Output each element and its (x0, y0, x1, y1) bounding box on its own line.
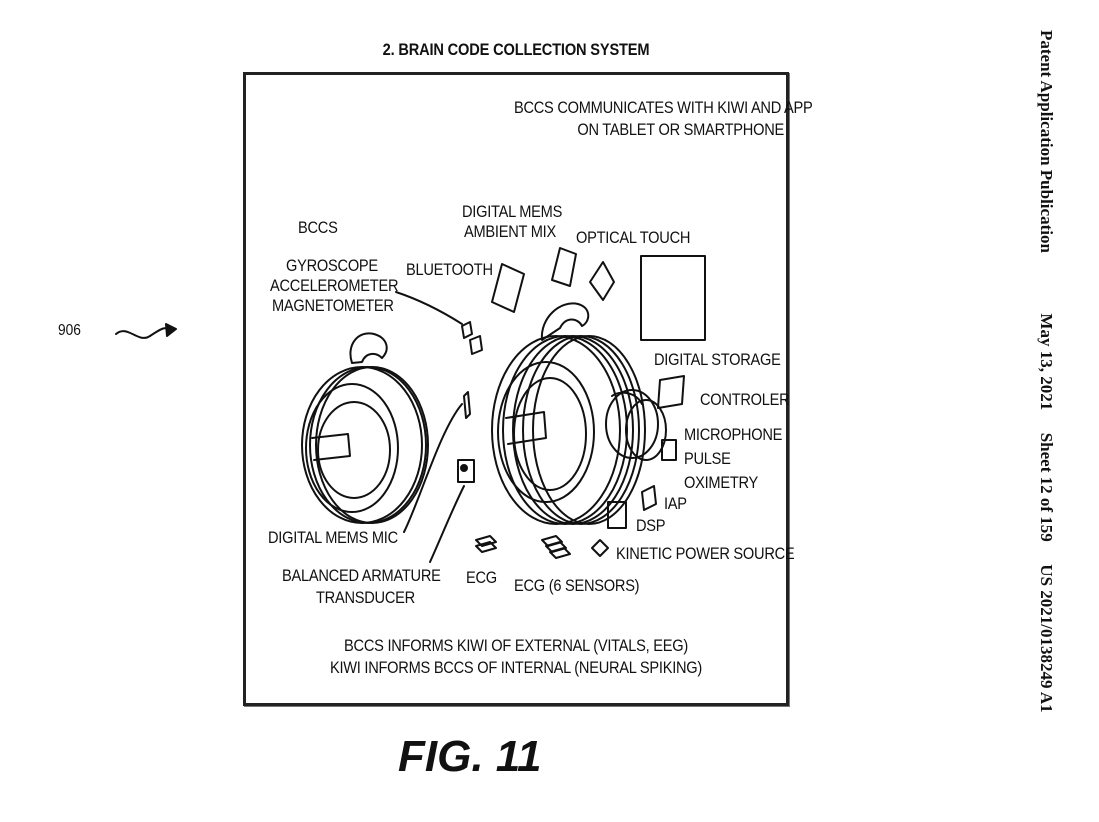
label-accelerometer: ACCELEROMETER (270, 276, 399, 295)
figure-label: FIG. 11 (398, 732, 542, 781)
bluetooth-chip (491, 263, 525, 313)
label-pulse: PULSE (684, 449, 731, 468)
optical-touch-chip (589, 261, 615, 301)
label-oximetry: OXIMETRY (684, 473, 759, 492)
kinetic-power-chip (591, 539, 609, 557)
figure-frame (243, 72, 789, 706)
label-digital-mems: DIGITAL MEMS (462, 202, 563, 221)
label-ambient-mix: AMBIENT MIX (464, 222, 556, 241)
label-controler: CONTROLER (700, 390, 790, 409)
label-bluetooth: BLUETOOTH (406, 260, 493, 279)
label-ecg-six: ECG (6 SENSORS) (514, 576, 640, 595)
label-kinetic-power: KINETIC POWER SOURCE (616, 544, 795, 563)
mems-mic-chip (463, 391, 471, 419)
top-note-line1: BCCS COMMUNICATES WITH KIWI AND APP (513, 98, 813, 117)
microphone-chip (661, 439, 677, 461)
label-ecg: ECG (466, 568, 497, 587)
iap-chip (641, 485, 657, 511)
label-gyroscope: GYROSCOPE (286, 256, 378, 275)
ecg-six-sensors (541, 535, 563, 547)
label-dsp: DSP (636, 516, 666, 535)
label-microphone: MICROPHONE (684, 425, 783, 444)
mems-ambient-chip (551, 247, 577, 287)
gyro-leader (395, 291, 463, 325)
side-header: Patent Application Publication May 13, 2… (1036, 30, 1056, 713)
label-digital-storage: DIGITAL STORAGE (654, 350, 781, 369)
right-earbud (491, 302, 667, 525)
sheet-number: Sheet 12 of 159 (1037, 432, 1056, 542)
publication-type: Patent Application Publication (1037, 30, 1056, 253)
label-magnetometer: MAGNETOMETER (272, 296, 394, 315)
label-iap: IAP (664, 494, 687, 513)
label-optical-touch: OPTICAL TOUCH (576, 228, 691, 247)
bottom-note-line2: KIWI INFORMS BCCS OF INTERNAL (NEURAL SP… (329, 658, 703, 677)
label-bccs: BCCS (298, 218, 338, 237)
armature-leader (429, 485, 465, 563)
mems-mic-leader (403, 403, 463, 533)
controller-chip (657, 375, 685, 409)
publication-number: US 2021/0138249 A1 (1037, 564, 1056, 713)
left-earbud (301, 332, 429, 524)
dsp-chip (607, 501, 627, 529)
reference-leader (115, 327, 175, 339)
label-transducer: TRANSDUCER (316, 588, 415, 607)
top-note-line2: ON TABLET OR SMARTPHONE (577, 120, 784, 139)
label-balanced-armature: BALANCED ARMATURE (282, 566, 441, 585)
armature-block (457, 459, 475, 483)
digital-storage-block (640, 255, 706, 341)
bottom-note-line1: BCCS INFORMS KIWI OF EXTERNAL (VITALS, E… (344, 636, 688, 655)
sheet-title: 2. BRAIN CODE COLLECTION SYSTEM (382, 40, 650, 59)
reference-numeral: 906 (58, 322, 81, 339)
publication-date: May 13, 2021 (1037, 313, 1056, 411)
reference-arrowhead (165, 323, 177, 337)
label-digital-mems-mic: DIGITAL MEMS MIC (268, 528, 398, 547)
